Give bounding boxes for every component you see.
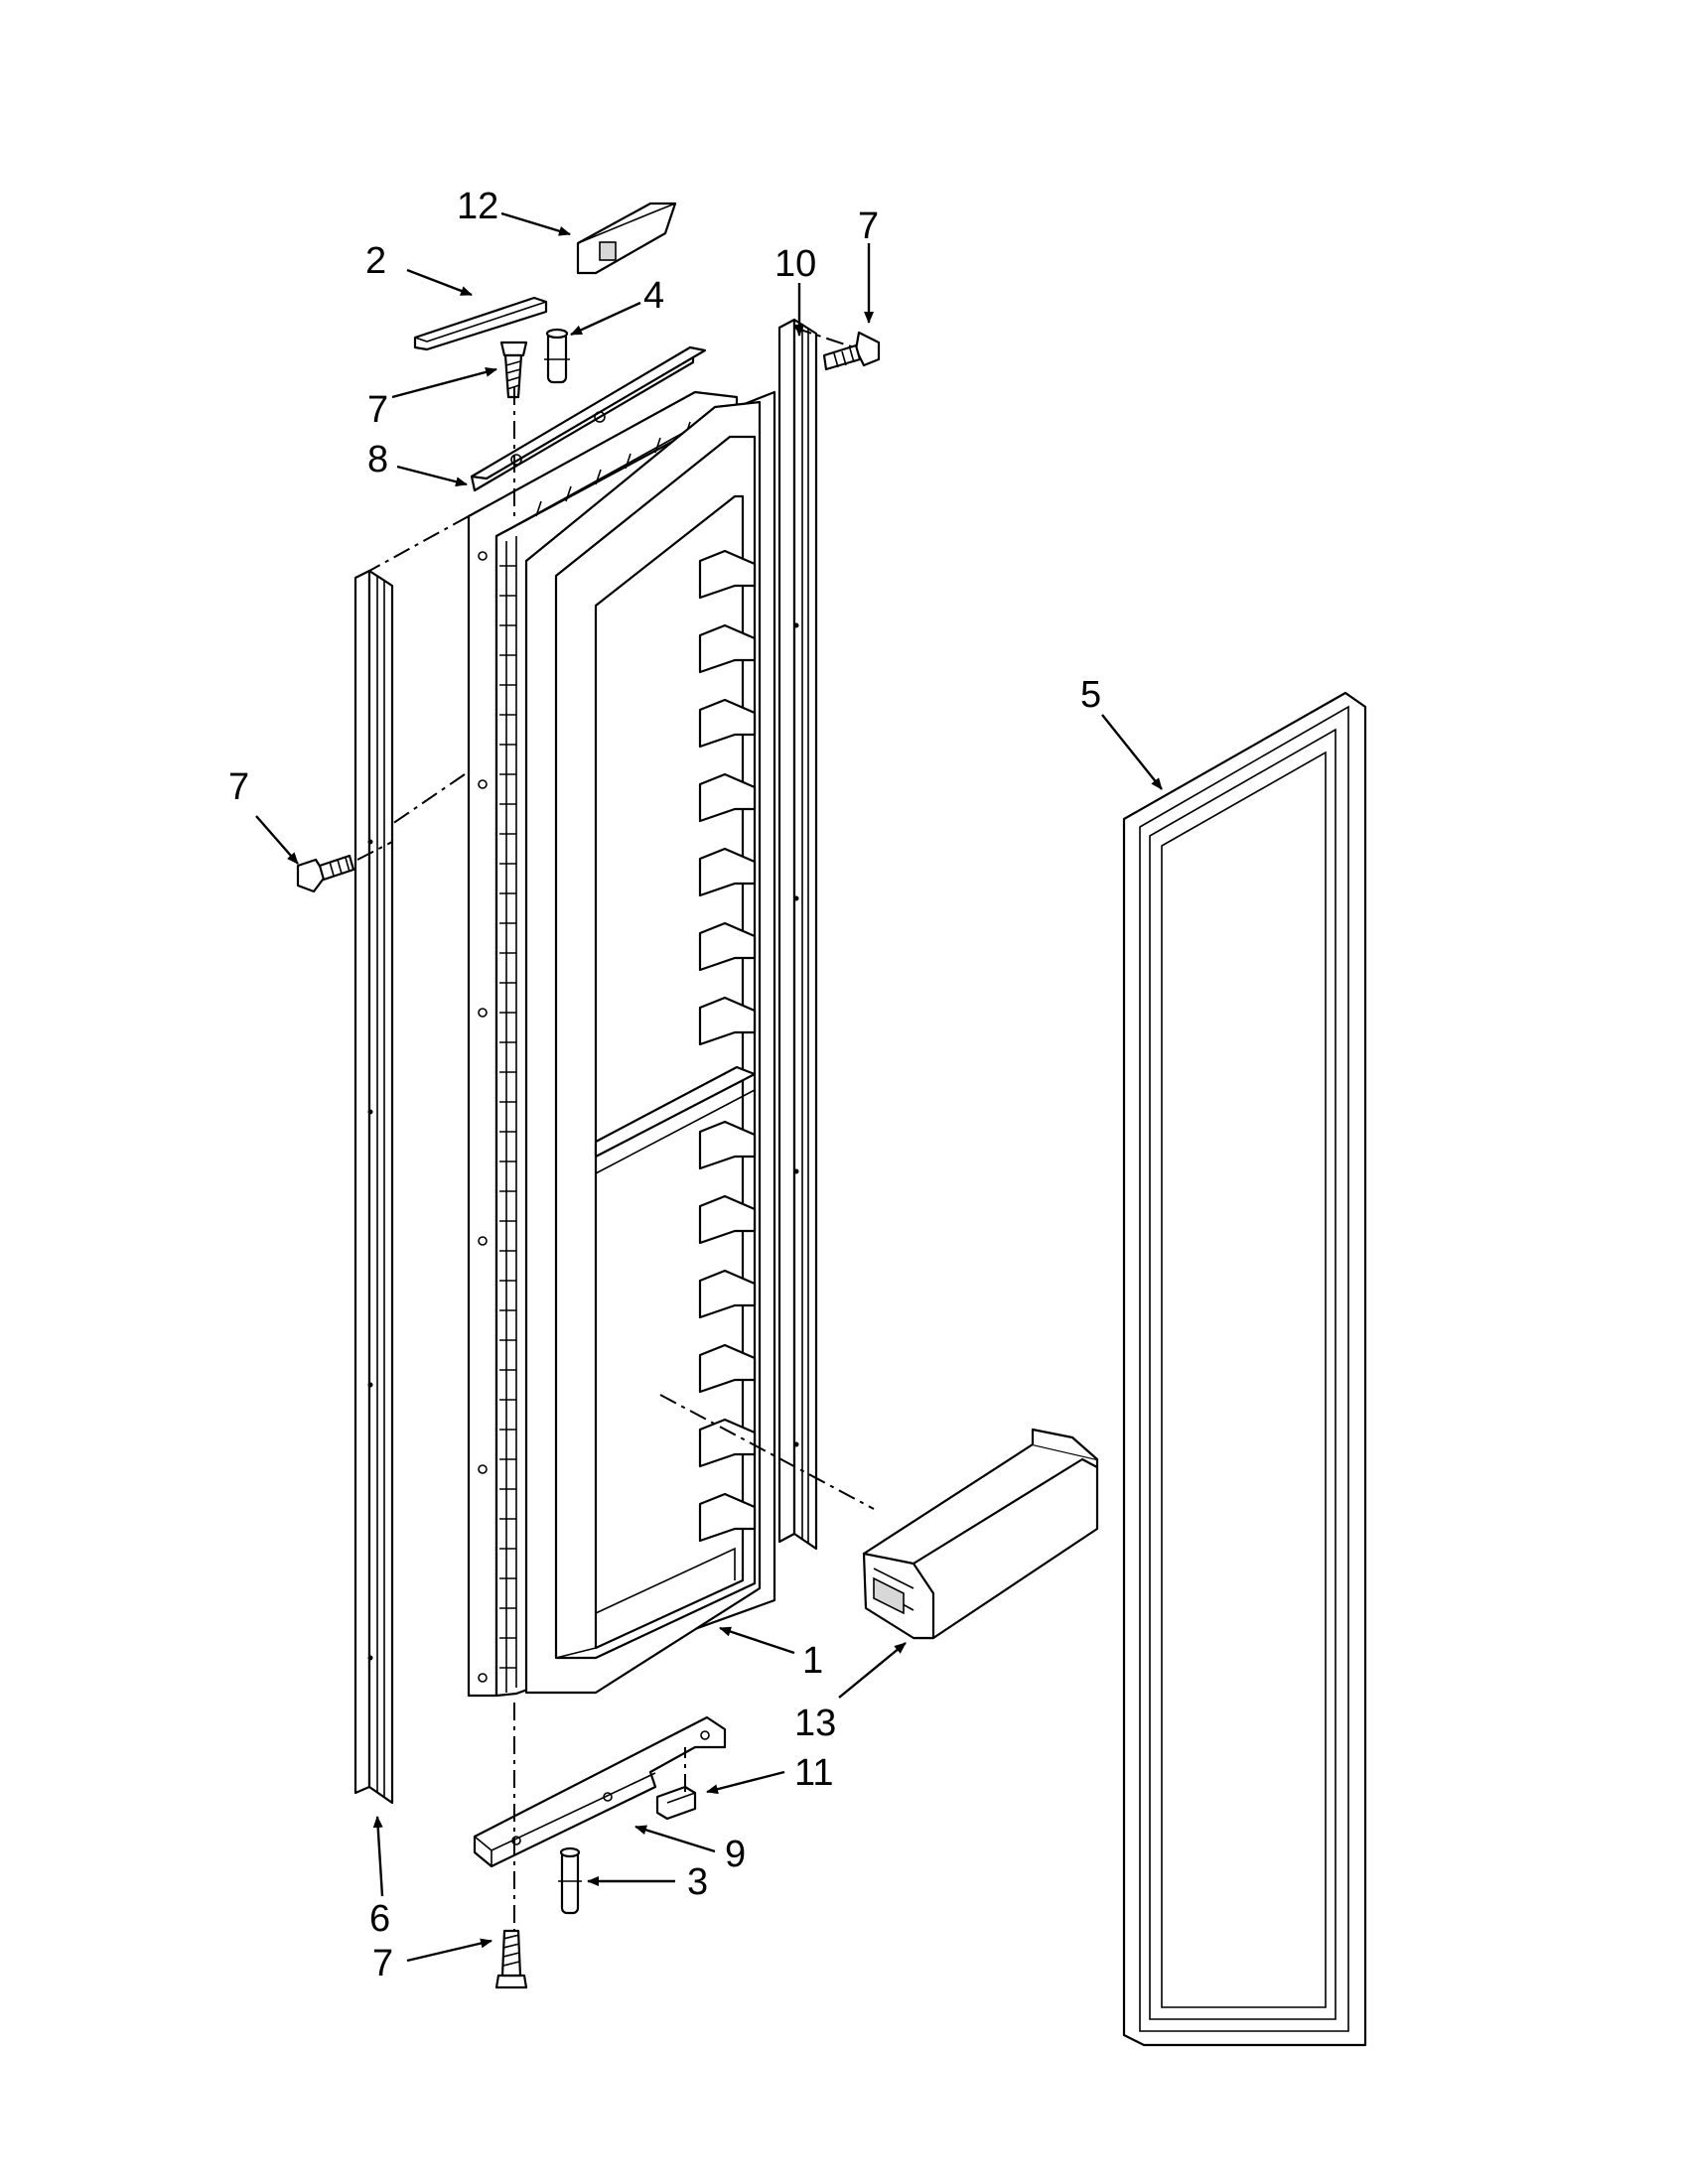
part-5-door-gasket bbox=[1122, 691, 1367, 2047]
assembly-lines bbox=[356, 327, 875, 1931]
part-9-bottom-bracket bbox=[473, 1715, 727, 1868]
part-2-top-trim bbox=[413, 296, 548, 351]
part-7-screw-top-left bbox=[499, 341, 528, 399]
callout-5: 5 bbox=[1080, 674, 1101, 716]
callout-12: 12 bbox=[457, 186, 498, 227]
part-7-screw-left bbox=[296, 854, 355, 893]
callout-1: 1 bbox=[802, 1640, 823, 1682]
callout-8: 8 bbox=[367, 439, 388, 480]
part-12-hinge-cover bbox=[576, 202, 677, 275]
callout-7-top-left: 7 bbox=[367, 389, 388, 431]
gasket-ribs bbox=[499, 406, 719, 1669]
callout-10: 10 bbox=[774, 243, 816, 285]
leader-arrows bbox=[255, 211, 1163, 1963]
callout-7-top-right: 7 bbox=[858, 205, 879, 247]
part-7-screw-top-right bbox=[822, 331, 881, 371]
callout-9: 9 bbox=[725, 1834, 746, 1875]
callout-7-bottom: 7 bbox=[372, 1943, 393, 1984]
part-4-hinge-pin bbox=[544, 328, 570, 384]
part-6-left-trim bbox=[353, 569, 394, 1805]
callout-labels: 12 2 4 10 7 7 8 7 5 1 13 11 9 3 6 7 bbox=[228, 186, 1101, 1984]
callout-4: 4 bbox=[643, 275, 664, 317]
bin-clips bbox=[698, 549, 757, 1543]
part-11-door-stop bbox=[655, 1785, 697, 1821]
callout-3: 3 bbox=[687, 1861, 708, 1903]
part-8-top-bracket bbox=[470, 345, 707, 492]
callout-6: 6 bbox=[369, 1898, 390, 1940]
part-1-door-liner bbox=[467, 390, 776, 1698]
callout-13: 13 bbox=[794, 1703, 836, 1744]
callout-11: 11 bbox=[794, 1752, 833, 1794]
part-3-hinge-pin bbox=[558, 1846, 582, 1915]
callout-7-left: 7 bbox=[228, 766, 249, 808]
part-7-screw-bottom bbox=[494, 1929, 528, 1989]
part-13-door-bin bbox=[862, 1428, 1099, 1640]
part-10-right-trim bbox=[777, 318, 818, 1551]
callout-2: 2 bbox=[365, 240, 386, 282]
